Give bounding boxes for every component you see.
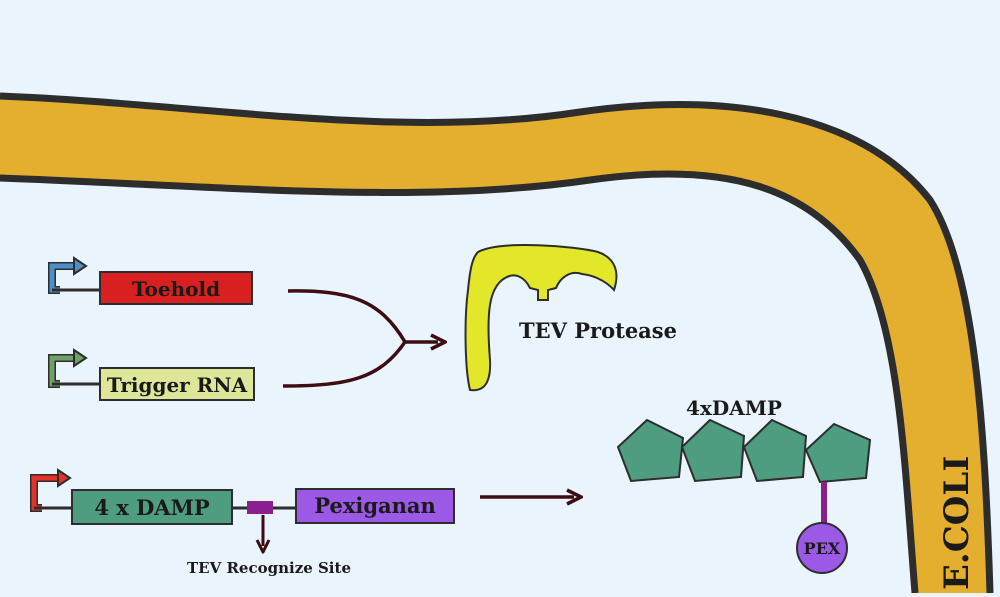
damp-label: 4 x DAMP — [94, 495, 210, 520]
multimer-label: 4xDAMP — [686, 396, 782, 420]
bent-arrow-icon — [48, 256, 88, 294]
damp-multimer — [616, 418, 872, 484]
pexiganan-label: Pexiganan — [314, 493, 436, 518]
trigger-label: Trigger RNA — [107, 373, 248, 397]
trigger-gene-box — [99, 367, 255, 401]
damp-gene-box — [71, 489, 233, 525]
trigger-construct: Trigger RNA — [48, 348, 255, 401]
toehold-label: Toehold — [132, 277, 220, 301]
toehold-construct: Toehold — [48, 256, 253, 305]
tev-site-box — [247, 501, 273, 514]
ecoli-label: E.COLI — [937, 456, 977, 590]
pentagon-icon — [616, 418, 685, 483]
protease-enzyme-icon — [464, 244, 618, 392]
pentagon-icon — [804, 422, 872, 484]
toehold-gene-box — [99, 271, 253, 305]
cell-membrane — [0, 92, 994, 594]
tev-site-label: TEV Recognize Site — [187, 559, 351, 577]
damp-construct: 4 x DAMP Pexiganan — [30, 468, 455, 546]
tev-protease-label: TEV Protease — [519, 318, 677, 343]
pentagon-icon — [680, 418, 746, 483]
pentagon-icon — [742, 418, 808, 483]
pex-label: PEX — [804, 539, 841, 558]
pex-circle — [796, 522, 848, 574]
bent-arrow-icon — [30, 468, 72, 512]
pexiganan-gene-box — [295, 488, 455, 524]
converging-arrows — [282, 289, 438, 388]
bent-arrow-icon — [48, 348, 88, 388]
